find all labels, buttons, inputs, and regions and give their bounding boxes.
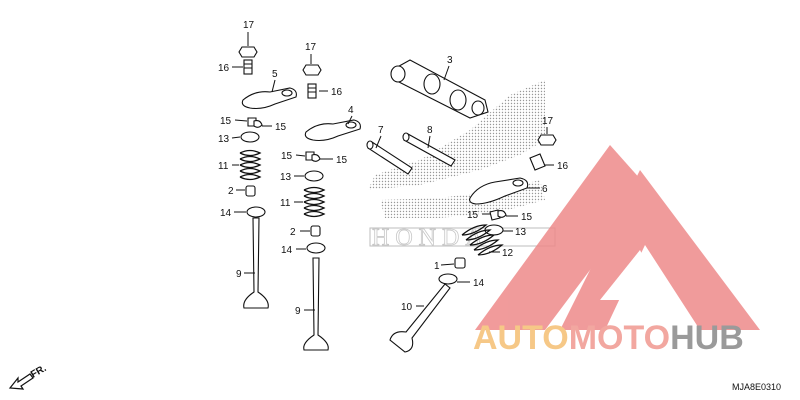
seal-1 (454, 257, 466, 269)
part-label-1: 1 (434, 261, 440, 272)
diagram-code: MJA8E0310 (732, 382, 781, 392)
part-label-12: 12 (502, 248, 514, 259)
nut-17-middle (302, 64, 322, 76)
part-label-9: 9 (236, 269, 242, 280)
left-valve-assembly (238, 46, 297, 309)
nut-17-right (537, 134, 557, 146)
front-direction-label: FR. (29, 363, 49, 381)
spring-11-middle (303, 186, 326, 218)
part-label-14: 14 (473, 278, 485, 289)
seat-14-middle (306, 242, 326, 254)
part-label-4: 4 (348, 105, 354, 116)
front-direction-indicator: FR. (8, 363, 49, 390)
screw-16-right (529, 153, 546, 171)
part-label-15: 15 (220, 116, 232, 127)
part-label-13: 13 (515, 227, 527, 238)
part-label-13: 13 (280, 172, 292, 183)
part-label-17: 17 (542, 116, 554, 127)
part-label-15: 15 (281, 151, 293, 162)
part-label-14: 14 (281, 245, 293, 256)
part-label-13: 13 (218, 134, 230, 145)
part-label-10: 10 (401, 302, 413, 313)
front-arrow-icon (8, 373, 34, 390)
part-label-16: 16 (331, 87, 343, 98)
part-label-7: 7 (378, 125, 384, 136)
rocker-shaft-7 (366, 140, 413, 175)
watermark-moto: MOTO (569, 319, 670, 357)
watermark-hub: HUB (670, 319, 744, 357)
retainer-13-middle (304, 170, 324, 182)
seal-2-middle (310, 225, 321, 237)
part-label-9: 9 (295, 306, 301, 317)
part-label-11: 11 (218, 161, 229, 172)
seat-14-left (246, 206, 266, 218)
screw-16-middle (307, 83, 317, 99)
part-label-14: 14 (220, 208, 232, 219)
valve-9-middle (303, 257, 329, 351)
part-number-labels: 17 16 5 15 15 13 11 2 14 9 17 16 4 15 15… (218, 20, 569, 317)
rocker-shaft-8 (402, 132, 456, 167)
right-valve-assembly (389, 134, 557, 353)
watermark-auto: AUTO (473, 319, 569, 357)
part-label-2: 2 (290, 227, 296, 238)
part-label-5: 5 (272, 69, 278, 80)
part-label-15: 15 (336, 155, 348, 166)
camshaft-3 (390, 59, 489, 119)
svg-text:HONDA: HONDA (372, 225, 489, 251)
valve-10 (389, 283, 451, 353)
valve-9-left (243, 217, 269, 309)
part-label-17: 17 (243, 20, 255, 31)
part-label-15: 15 (467, 210, 479, 221)
retainer-13-left (240, 131, 260, 143)
part-label-2: 2 (228, 186, 234, 197)
part-label-15: 15 (521, 212, 533, 223)
part-label-16: 16 (557, 161, 569, 172)
leader-lines (231, 32, 554, 311)
watermark-text: AUTOMOTOHUB (473, 319, 744, 357)
part-label-16: 16 (218, 63, 230, 74)
seat-14-right (438, 273, 458, 285)
seal-2-left (245, 185, 256, 197)
part-label-3: 3 (447, 55, 453, 66)
screw-16-left (243, 59, 253, 75)
automotohub-logo-mark (475, 145, 760, 330)
part-label-17: 17 (305, 42, 317, 53)
part-label-6: 6 (542, 184, 548, 195)
part-label-11: 11 (280, 198, 291, 209)
spring-11-left (239, 149, 262, 181)
part-label-15: 15 (275, 122, 287, 133)
nut-17-left (238, 46, 258, 58)
part-label-8: 8 (427, 125, 433, 136)
logo-triangle-left (475, 145, 650, 330)
spring-12 (461, 224, 504, 256)
